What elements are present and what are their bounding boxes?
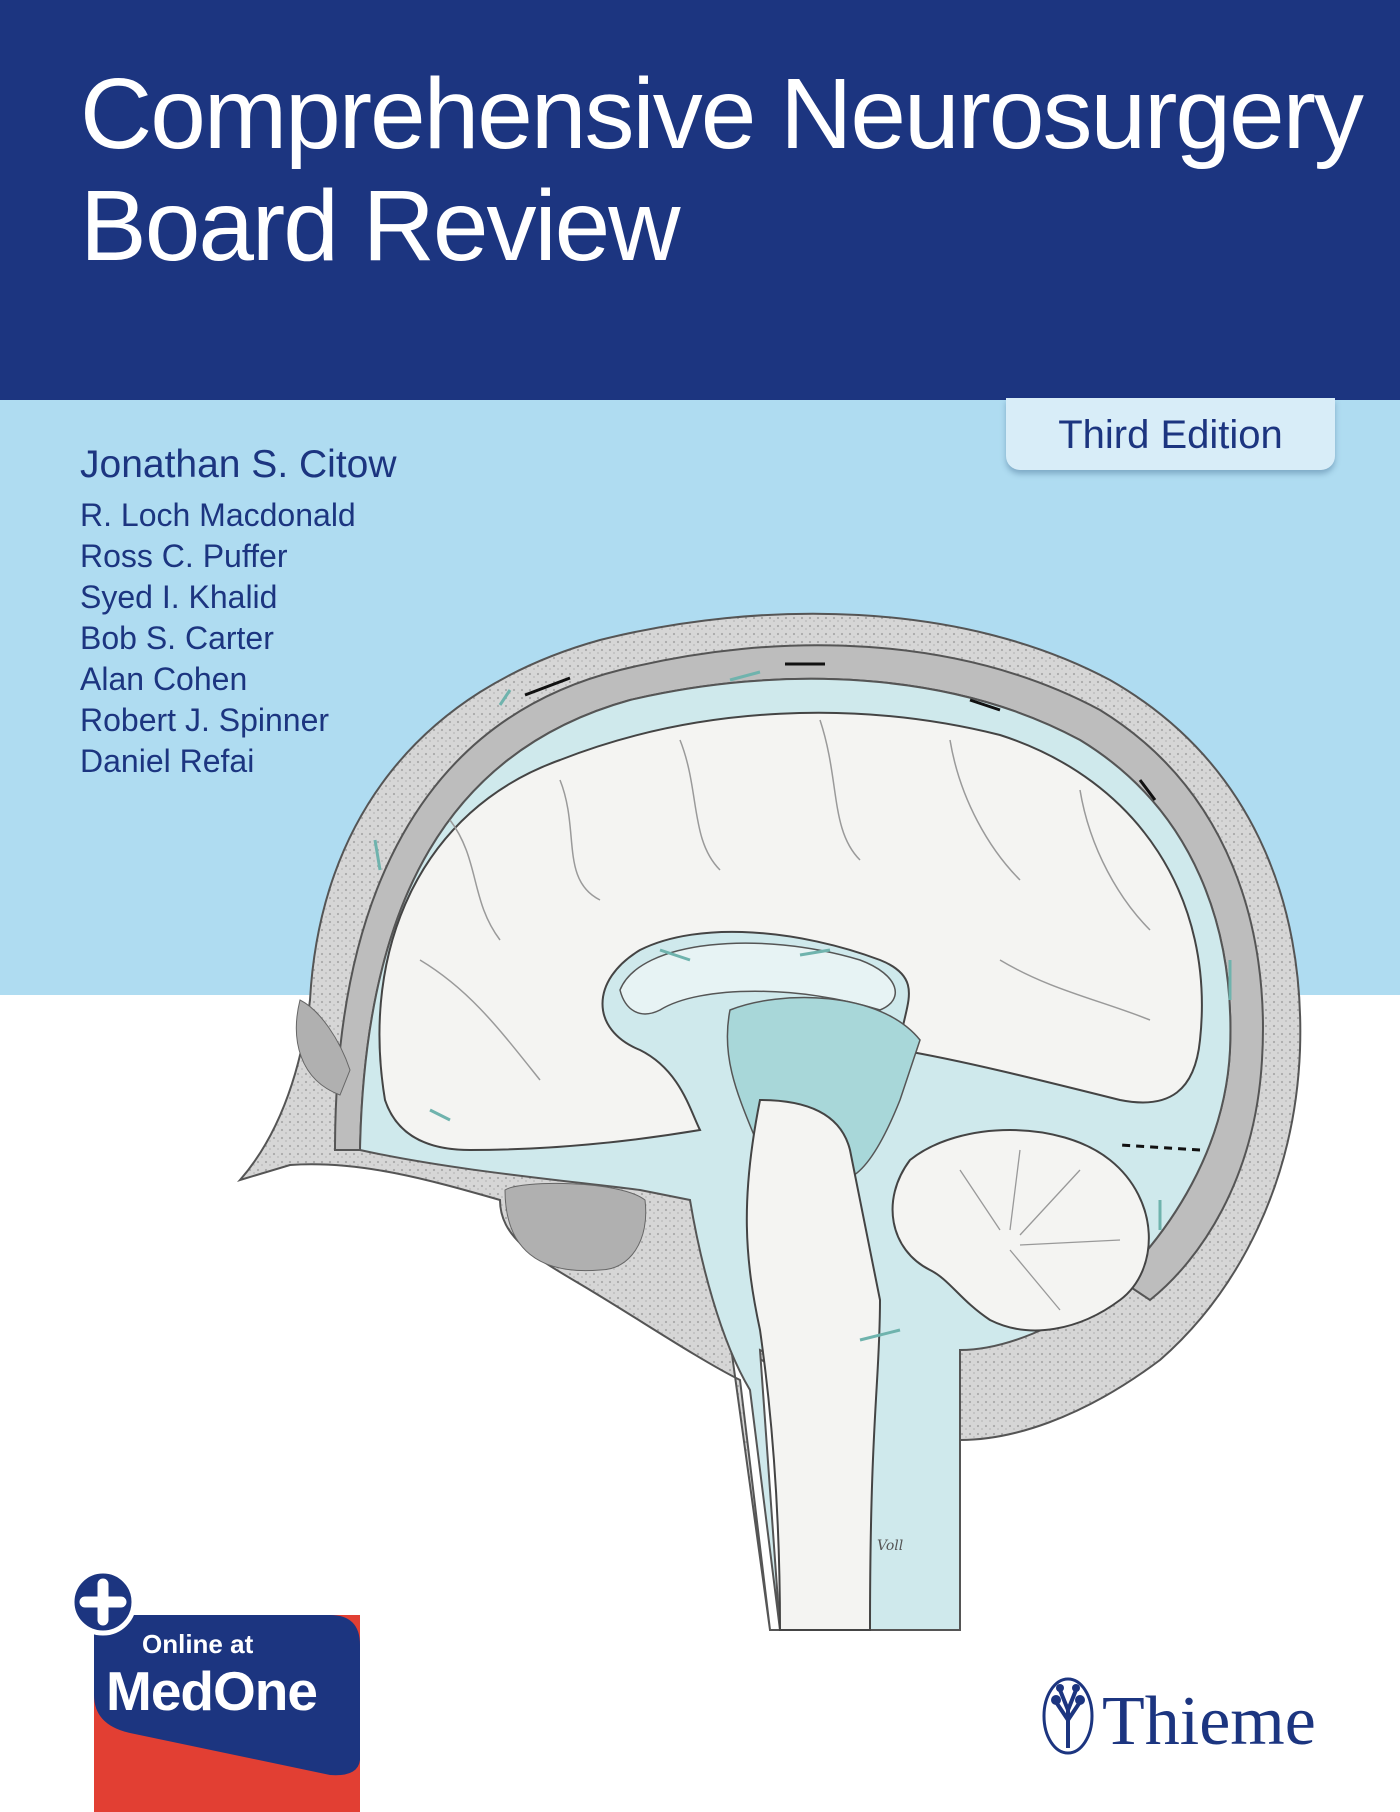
cerebellum (891, 1129, 1150, 1332)
author: Syed I. Khalid (80, 579, 278, 615)
author-list: Jonathan S. Citow R. Loch Macdonald Ross… (80, 440, 397, 782)
cerebrum (378, 711, 1203, 1152)
author: Ross C. Puffer (80, 538, 288, 574)
cerebellum-folia (959, 1149, 1121, 1311)
header-band: Comprehensive Neurosurgery Board Review (0, 0, 1400, 400)
badge-line-1: Online at (142, 1629, 254, 1659)
author: Alan Cohen (80, 661, 248, 697)
edition-label: Third Edition (1006, 398, 1335, 470)
book-title: Comprehensive Neurosurgery Board Review (80, 58, 1364, 282)
author-lead: Jonathan S. Citow (80, 443, 397, 486)
csf-flow-arrows (373, 670, 1232, 1342)
tree-icon (1042, 1677, 1094, 1755)
brainstem (745, 1098, 882, 1631)
sphenoid-sinus (504, 1182, 647, 1272)
thieme-logo: Thieme (1042, 1677, 1316, 1760)
author: R. Loch Macdonald (80, 497, 356, 533)
title-line-2: Board Review (80, 170, 681, 282)
title-line-1: Comprehensive Neurosurgery (80, 58, 1364, 170)
gyri-lines (419, 719, 1151, 1081)
publisher-name: Thieme (1102, 1683, 1316, 1760)
author: Bob S. Carter (80, 620, 274, 656)
author: Robert J. Spinner (80, 702, 330, 738)
illustrator-signature: Voll (877, 1538, 903, 1554)
badge-line-2: MedOne (106, 1660, 317, 1722)
frontal-sinus (295, 999, 351, 1096)
author: Daniel Refai (80, 743, 255, 779)
sinus-flow-arrows (524, 662, 1201, 1152)
medone-badge: Online at MedOne (70, 1568, 360, 1812)
